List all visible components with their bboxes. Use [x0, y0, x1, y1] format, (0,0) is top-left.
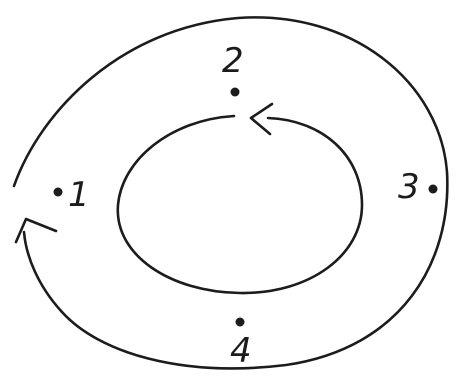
point-1-dot — [53, 187, 63, 197]
inner-loop-curve — [116, 114, 364, 295]
point-3-label: 3 — [398, 167, 420, 207]
point-3-dot — [428, 184, 438, 194]
inner-arrowhead-icon — [249, 102, 274, 136]
point-4-label: 4 — [230, 331, 252, 371]
point-4-dot — [235, 317, 245, 327]
outer-loop-curve — [12, 16, 449, 370]
point-2-label: 2 — [222, 41, 244, 81]
point-1-label: 1 — [68, 175, 90, 215]
point-2-dot — [230, 87, 240, 97]
outer-arrowhead-icon — [14, 217, 58, 244]
